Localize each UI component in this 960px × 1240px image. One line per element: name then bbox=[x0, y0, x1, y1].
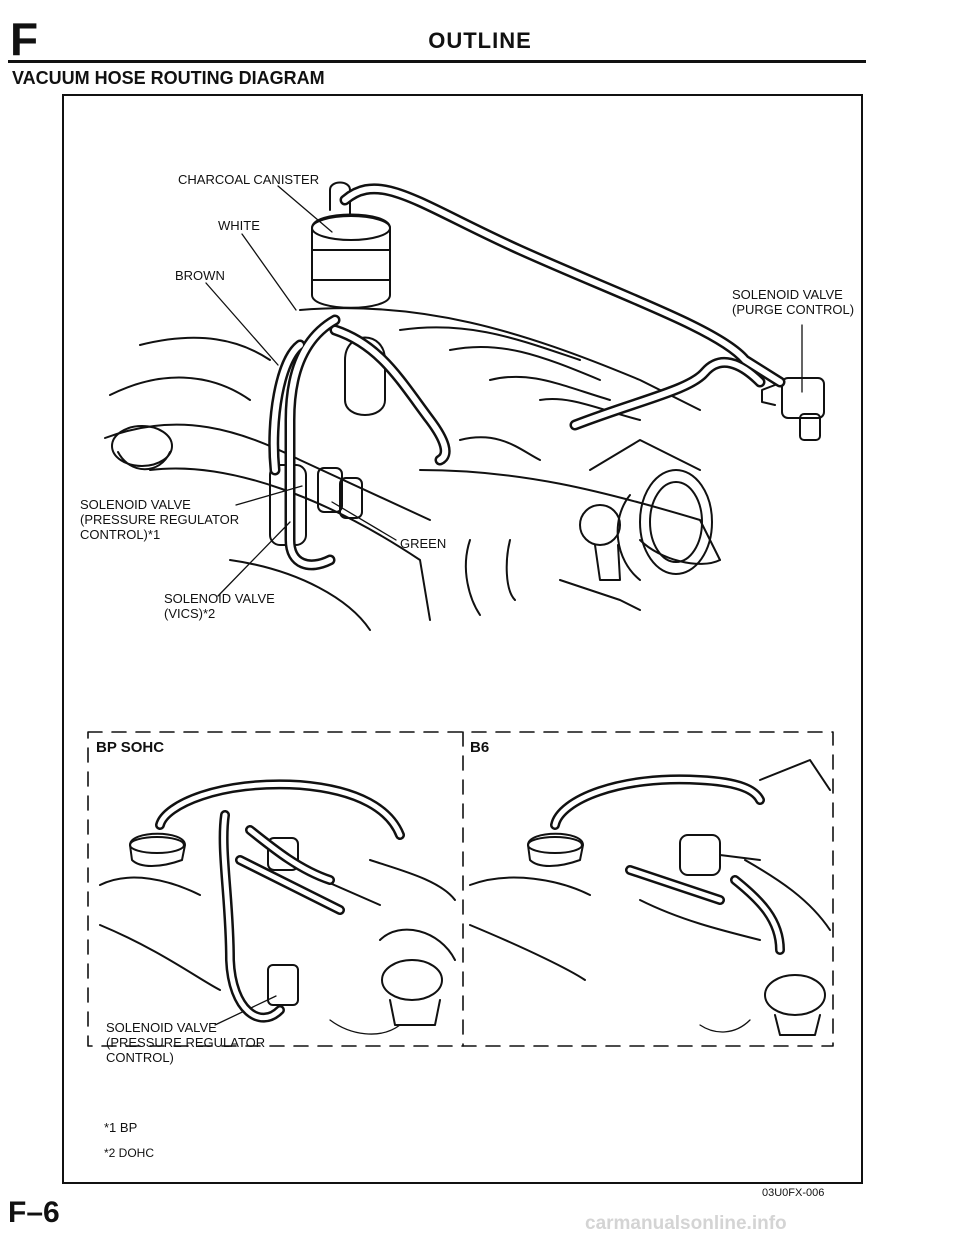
inset-bp-sohc-drawing bbox=[99, 832, 456, 1035]
label-pressure-regulator-solenoid-valve: SOLENOID VALVE (PRESSURE REGULATOR CONTR… bbox=[80, 497, 240, 542]
watermark: carmanualsonline.info bbox=[585, 1213, 787, 1234]
inset-title-bp-sohc: BP SOHC bbox=[96, 739, 165, 756]
page-heading: OUTLINE bbox=[428, 28, 532, 53]
diagram-title: VACUUM HOSE ROUTING DIAGRAM bbox=[12, 68, 325, 88]
label-green-hose: GREEN bbox=[400, 536, 447, 551]
main-engine-drawing bbox=[104, 181, 825, 631]
inset-b6-drawing bbox=[469, 759, 831, 1036]
diagram-frame bbox=[62, 94, 863, 1184]
label-inset-pressure-regulator-solenoid-valve: SOLENOID VALVE (PRESSURE REGULATOR CONTR… bbox=[106, 1020, 266, 1065]
inset-title-b6: B6 bbox=[470, 739, 490, 756]
label-vics-solenoid-valve: SOLENOID VALVE (VICS)*2 bbox=[164, 591, 275, 621]
inset-b6-hoses-inner bbox=[552, 776, 783, 953]
leader-lines bbox=[205, 185, 803, 597]
footnote-2: *2 DOHC bbox=[104, 1146, 155, 1160]
inset-bp-sohc-hoses-inner bbox=[157, 781, 403, 1021]
footnote-1: *1 BP bbox=[104, 1120, 138, 1135]
inset-bp-sohc-hoses bbox=[155, 779, 405, 1023]
header-rule bbox=[8, 60, 866, 63]
label-purge-solenoid-valve: SOLENOID VALVE (PURGE CONTROL) bbox=[732, 287, 855, 317]
inset-b6-hoses bbox=[550, 774, 785, 955]
label-white-hose: WHITE bbox=[218, 218, 260, 233]
inset-dashed-frame bbox=[87, 731, 834, 1047]
page-number: F–6 bbox=[8, 1196, 60, 1229]
label-charcoal-canister: CHARCOAL CANISTER bbox=[178, 172, 320, 187]
figure-code: 03U0FX-006 bbox=[762, 1187, 825, 1199]
label-brown-hose: BROWN bbox=[175, 268, 225, 283]
main-hoses-inner bbox=[270, 185, 783, 568]
section-letter: F bbox=[10, 13, 39, 65]
